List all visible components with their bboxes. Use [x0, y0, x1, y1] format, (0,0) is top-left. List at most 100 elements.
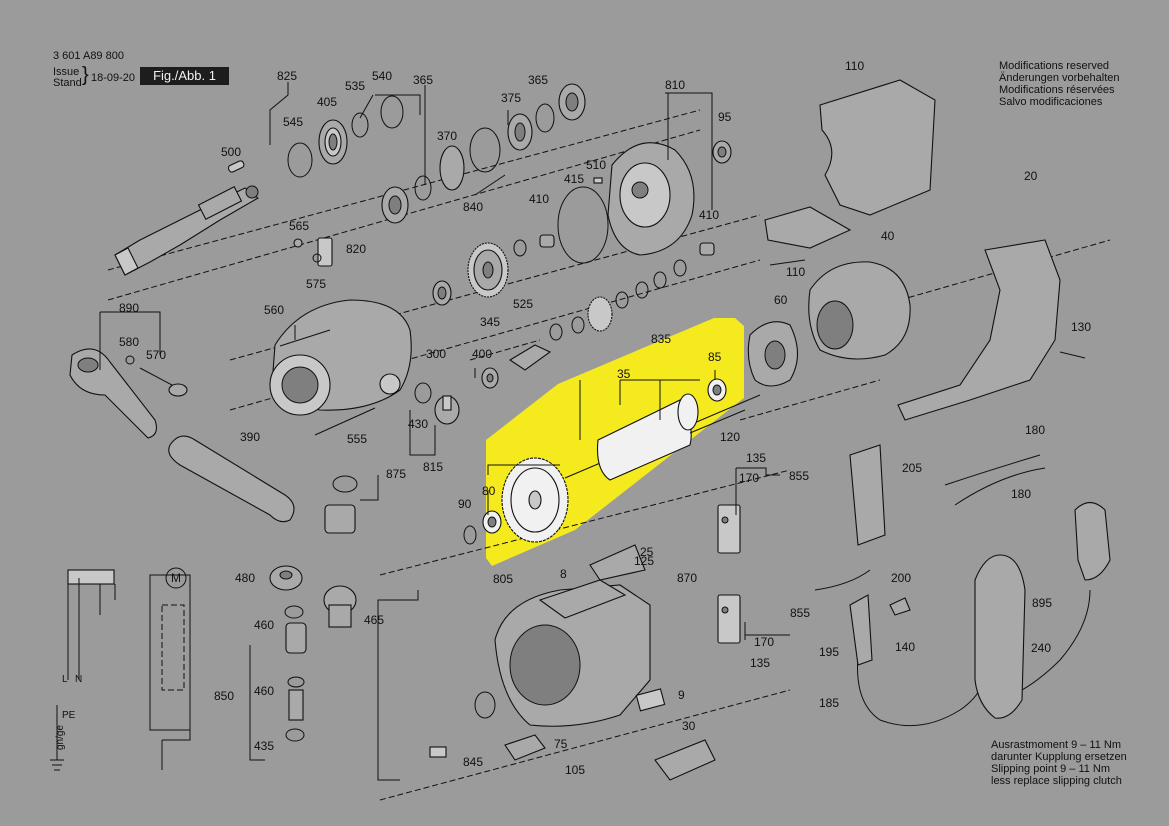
label-400: 400 [472, 347, 492, 361]
ring-840 [469, 127, 501, 173]
screw-565 [293, 238, 303, 248]
label-525: 525 [513, 297, 533, 311]
label-415: 415 [564, 172, 584, 186]
ring-365b [535, 103, 555, 133]
ring-365-small [414, 175, 432, 201]
motor-housing-805 [494, 584, 651, 727]
handle-half-110 [764, 79, 936, 249]
cable-180 [944, 454, 1046, 506]
label-390: 390 [240, 430, 260, 444]
screw-120 [689, 409, 746, 434]
label-110: 110 [845, 59, 864, 73]
label-8: 8 [560, 567, 567, 581]
label-840: 840 [463, 200, 483, 214]
label-140: 140 [895, 640, 915, 654]
bearing-405 [318, 119, 348, 165]
plate-820 [317, 237, 333, 267]
stand-label: Stand [53, 77, 82, 89]
part-875 [324, 475, 358, 534]
label-875: 875 [386, 467, 406, 481]
label-500: 500 [221, 145, 241, 159]
power-cord [849, 501, 1111, 727]
label-60: 60 [774, 293, 788, 307]
label-545: 545 [283, 115, 303, 129]
part-480 [269, 565, 303, 591]
stator-40 [808, 261, 911, 360]
oring-415 [557, 186, 609, 264]
label-135: 135 [746, 451, 766, 465]
label-365: 365 [413, 73, 433, 87]
ring-805 [474, 691, 496, 719]
label-435: 435 [254, 739, 274, 753]
label-815: 815 [423, 460, 443, 474]
label-105: 105 [565, 763, 585, 777]
ring-540 [380, 95, 404, 129]
label-200: 200 [891, 571, 911, 585]
modifications-line: Änderungen vorbehalten [999, 72, 1120, 84]
label-110: 110 [786, 265, 805, 279]
clutch-note-line: Slipping point 9 – 11 Nm [991, 763, 1111, 775]
label-895: 895 [1032, 596, 1052, 610]
brush-holder-8 [538, 579, 627, 619]
modifications-line: Modifications reserved [999, 60, 1110, 72]
pinion-400 [481, 344, 552, 389]
label-25: 25 [640, 545, 654, 559]
label-30: 30 [682, 719, 696, 733]
screw-110 [769, 259, 806, 266]
label-20: 20 [1024, 169, 1038, 183]
armature-35 [564, 393, 761, 481]
label-125: 125 [634, 554, 654, 568]
washer-580 [125, 355, 135, 365]
label-35: 35 [617, 367, 631, 381]
figure-label: Fig./Abb. 1 [140, 67, 229, 85]
part-460 [285, 622, 307, 654]
label-85: 85 [708, 350, 722, 364]
label-75: 75 [554, 737, 568, 751]
cover-75 [504, 734, 546, 761]
modifications-line: Salvo modificaciones [999, 96, 1103, 108]
screw-130 [1059, 351, 1086, 359]
clutch-note-line: less replace slipping clutch [991, 775, 1122, 787]
selector-knob-815 [434, 395, 460, 425]
part-465 [323, 585, 357, 628]
cable-200 [814, 569, 871, 591]
line-label-n: N [75, 674, 82, 685]
bearing-80 [482, 510, 502, 534]
label-135: 135 [750, 656, 770, 670]
label-345: 345 [480, 315, 500, 329]
bearing-85 [707, 378, 727, 402]
label-555: 555 [347, 432, 367, 446]
label-430: 430 [408, 417, 428, 431]
label-575: 575 [306, 277, 326, 291]
clutch-note-line: darunter Kupplung ersetzen [991, 751, 1127, 763]
bushing-410 [539, 234, 555, 248]
label-850: 850 [214, 689, 234, 703]
motor-symbol: M [171, 571, 181, 585]
label-460: 460 [254, 684, 274, 698]
wing-bolt-570 [139, 367, 188, 397]
ring-430 [414, 382, 432, 404]
clutch-note-line: Ausrastmoment 9 – 11 Nm [991, 739, 1122, 751]
label-855: 855 [790, 606, 810, 620]
ring-545 [287, 142, 313, 178]
label-560: 560 [264, 303, 284, 317]
label-170: 170 [754, 635, 774, 649]
clutch-note: Ausrastmoment 9 – 11 Nm darunter Kupplun… [991, 739, 1127, 787]
pin-510 [593, 177, 603, 184]
label-825: 825 [277, 69, 297, 83]
oring-435 [285, 728, 305, 742]
label-95: 95 [718, 110, 732, 124]
gear-cover-810 [607, 142, 695, 256]
cover-30 [654, 739, 716, 781]
label-120: 120 [720, 430, 740, 444]
line-label-l: L [62, 674, 68, 685]
bearing-345-left [432, 280, 452, 306]
label-805: 805 [493, 572, 513, 586]
bushing-410b [699, 242, 715, 256]
label-855: 855 [789, 469, 809, 483]
wiring-schematic [50, 567, 191, 771]
label-300: 300 [426, 347, 446, 361]
label-130: 130 [1071, 320, 1091, 334]
oring-460 [284, 605, 304, 619]
screw-555 [314, 407, 376, 436]
